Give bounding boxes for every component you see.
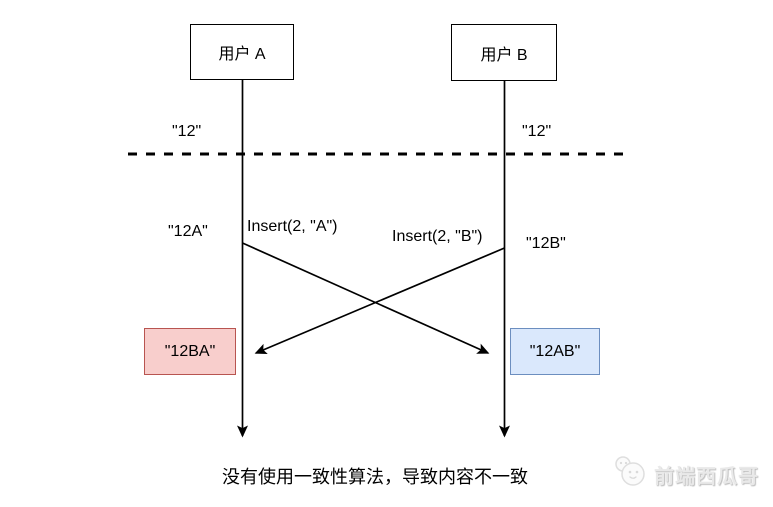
message-arrow-insert-b [254, 247, 505, 354]
result-box-user-a: "12BA" [144, 328, 236, 375]
state-label-initial-a: "12" [172, 123, 202, 140]
diagram-caption: 没有使用一致性算法，导致内容不一致 [222, 467, 528, 487]
state-label-after-insert-a: "12A" [168, 223, 208, 240]
state-label-initial-b: "12" [522, 123, 552, 140]
watermelon-mascot-icon [610, 452, 650, 497]
watermark-text: 前端西瓜哥 [654, 466, 759, 488]
actor-label-user-b: 用户 B [480, 46, 528, 64]
operation-label-insert-a: Insert(2, "A") [247, 218, 338, 235]
operation-label-insert-b: Insert(2, "B") [392, 228, 483, 245]
actor-box-user-a: 用户 A [190, 24, 294, 80]
actor-box-user-b: 用户 B [451, 24, 557, 81]
result-label-user-a: "12BA" [164, 342, 216, 360]
actor-label-user-a: 用户 A [218, 46, 266, 63]
message-arrow-insert-a [242, 242, 490, 354]
state-label-after-insert-b: "12B" [526, 235, 566, 252]
result-label-user-b: "12AB" [529, 342, 581, 360]
result-box-user-b: "12AB" [510, 328, 600, 375]
watermark: 前端西瓜哥 [610, 452, 759, 497]
